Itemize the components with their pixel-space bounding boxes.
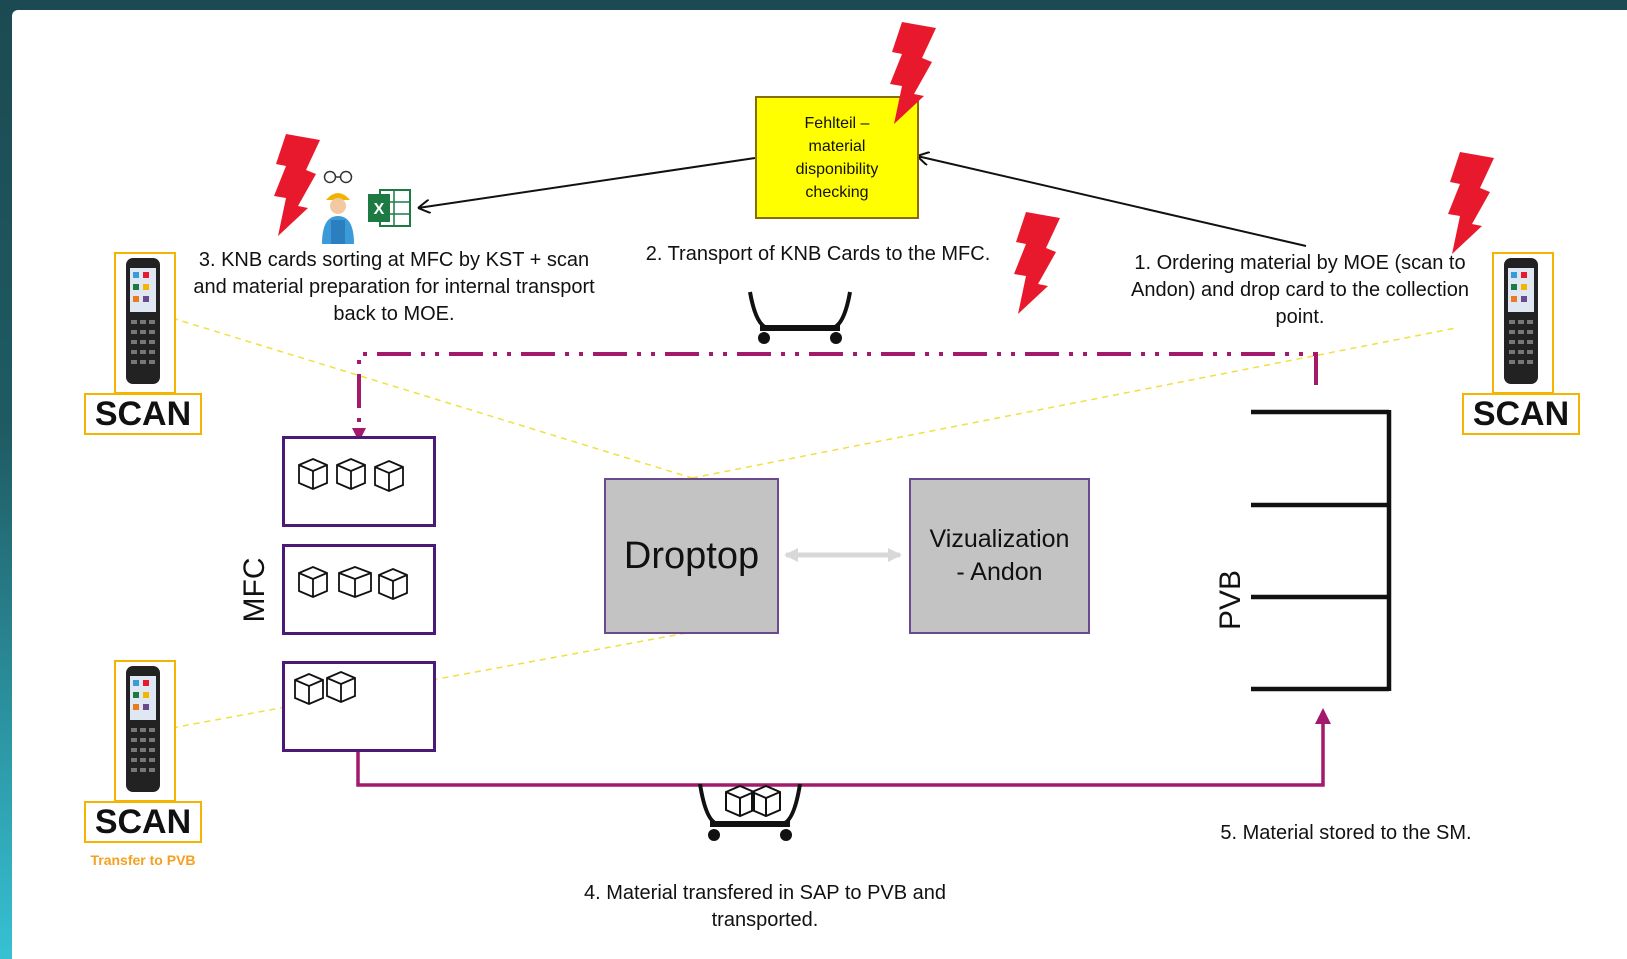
- card-flow-arrowhead: [352, 428, 366, 442]
- scanner-device-icon: [1504, 258, 1538, 384]
- worker-icon: [322, 193, 354, 244]
- vizualization-andon-box: Vizualization - Andon: [909, 478, 1090, 634]
- step-1-line: Andon) and drop card to the collection: [1131, 279, 1469, 301]
- yellow-dashed-line: [691, 327, 1457, 479]
- step-3-text: 3. KNB cards sorting at MFC by KST + sca…: [182, 247, 606, 328]
- box-icon: [298, 566, 408, 600]
- box-icon: [294, 671, 356, 705]
- scanner-device-frame: [114, 252, 176, 394]
- vizualization-line: Vizualization: [929, 525, 1070, 553]
- mfc-shelf: [282, 661, 436, 752]
- lightning-icon: [1014, 212, 1060, 314]
- scan-label: SCAN: [94, 395, 192, 433]
- mfc-label-text: MFC: [238, 557, 271, 623]
- step-1-line: 1. Ordering material by MOE (scan to: [1134, 252, 1466, 274]
- step-3-line: and material preparation for internal tr…: [193, 276, 595, 298]
- cart-icon: [698, 783, 802, 841]
- lightning-icon: [274, 134, 320, 236]
- step-4-line: 4. Material transfered in SAP to PVB and: [583, 882, 947, 904]
- pvb-rack: [1251, 409, 1392, 692]
- step-5-text: 5. Material stored to the SM.: [1196, 820, 1496, 847]
- step-1-text: 1. Ordering material by MOE (scan to And…: [1118, 250, 1482, 331]
- step-4-text: 4. Material transfered in SAP to PVB and…: [560, 880, 970, 934]
- glasses-icon: [323, 170, 353, 184]
- fehlteil-line: Fehlteil –: [804, 114, 870, 132]
- step-5-line: 5. Material stored to the SM.: [1220, 822, 1472, 844]
- card-flow-line: [357, 352, 1318, 430]
- fehlteil-box: Fehlteil – material disponibility checki…: [755, 96, 919, 219]
- step-2-line: 2. Transport of KNB Cards to the MFC.: [645, 243, 991, 265]
- scan-label-box: SCAN: [1462, 393, 1580, 435]
- arrow-fehlteil-to-worker: [418, 157, 756, 208]
- step-3-line: back to MOE.: [333, 303, 455, 325]
- step-1-line: point.: [1275, 306, 1325, 328]
- fehlteil-line: checking: [805, 183, 869, 201]
- excel-icon: X: [368, 189, 411, 227]
- transfer-caption-text: Transfer to PVB: [90, 852, 196, 868]
- box-icon: [725, 784, 781, 818]
- cart-icon: [748, 291, 852, 344]
- box-icon: [298, 458, 404, 492]
- scan-label-box: SCAN: [84, 393, 202, 435]
- svg-text:X: X: [374, 201, 385, 218]
- droptop-label: Droptop: [623, 534, 760, 577]
- droptop-box: Droptop: [604, 478, 779, 634]
- scanner-device-icon: [126, 258, 160, 384]
- scan-label: SCAN: [94, 803, 192, 841]
- fehlteil-line: disponibility: [795, 160, 879, 178]
- lightning-icon: [890, 22, 936, 124]
- fehlteil-line: material: [808, 137, 866, 155]
- scan-label: SCAN: [1472, 395, 1570, 433]
- scanner-device-frame: [1492, 252, 1554, 394]
- scanner-device-icon: [126, 666, 160, 792]
- arrow-step1-to-fehlteil: [917, 156, 1307, 247]
- mfc-label: MFC: [230, 558, 280, 623]
- step-3-line: 3. KNB cards sorting at MFC by KST + sca…: [198, 249, 590, 271]
- material-flow-arrowhead: [1315, 708, 1331, 724]
- lightning-icon: [1448, 152, 1494, 254]
- scan-label-box: SCAN: [84, 801, 202, 843]
- material-flow-line: [356, 722, 1325, 787]
- yellow-dashed-line: [171, 317, 693, 479]
- pvb-label: PVB: [1206, 570, 1256, 630]
- mfc-shelf: [282, 544, 436, 635]
- pvb-label-text: PVB: [1214, 569, 1247, 631]
- transfer-caption: Transfer to PVB: [78, 852, 208, 868]
- scanner-device-frame: [114, 660, 176, 802]
- vizualization-line: - Andon: [956, 558, 1043, 586]
- step-4-line: transported.: [711, 909, 819, 931]
- mfc-shelf: [282, 436, 436, 527]
- step-2-text: 2. Transport of KNB Cards to the MFC.: [632, 241, 1004, 268]
